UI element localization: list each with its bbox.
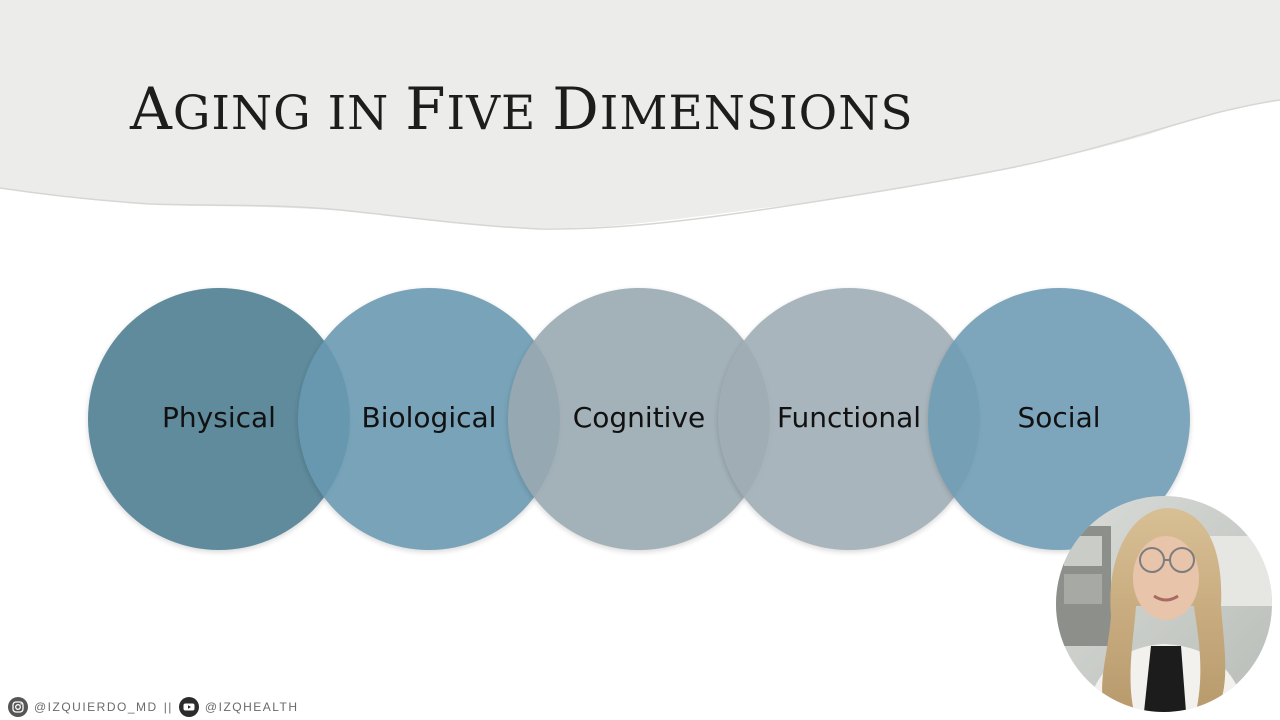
webcam-overlay	[1056, 496, 1272, 712]
youtube-icon	[179, 697, 199, 717]
label-social: Social	[928, 398, 1190, 438]
presenter-video	[1056, 496, 1272, 712]
instagram-handle[interactable]: @IZQUIERDO_MD	[34, 700, 158, 714]
social-footer: @IZQUIERDO_MD || @IZQHEALTH	[8, 696, 299, 718]
instagram-icon	[8, 697, 28, 717]
footer-separator: ||	[164, 700, 173, 714]
youtube-handle[interactable]: @IZQHEALTH	[205, 700, 299, 714]
